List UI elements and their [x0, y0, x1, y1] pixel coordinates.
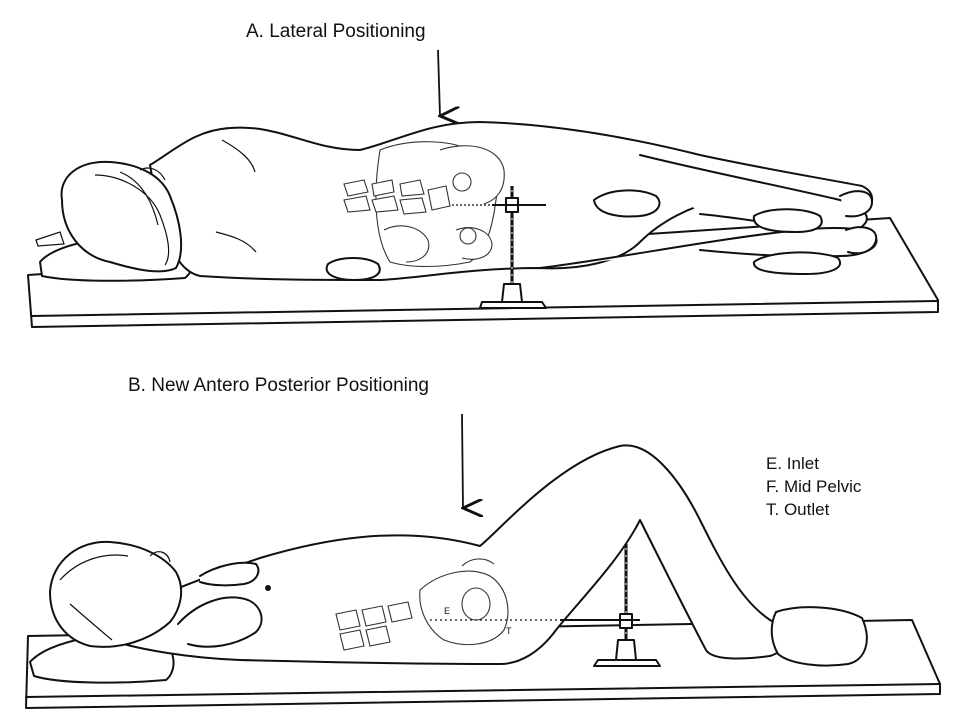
body-b: [99, 444, 786, 665]
legend-item-mid-pelvic: F. Mid Pelvic: [766, 477, 862, 496]
pad-foot: [770, 606, 868, 667]
arrow-lateral: [437, 49, 440, 116]
measuring-stand-a: [479, 186, 547, 309]
pad-thigh: [593, 189, 661, 218]
arrow-antero-posterior: [461, 413, 463, 508]
mark-e: E: [444, 606, 450, 616]
pad-shin: [753, 251, 841, 275]
figure-antero-posterior: E T: [25, 413, 941, 709]
head-b: [49, 540, 183, 648]
mark-t: T: [506, 626, 512, 636]
legend: E. Inlet F. Mid Pelvic T. Outlet: [766, 452, 861, 521]
caption-lateral-positioning: A. Lateral Positioning: [246, 21, 426, 42]
legend-item-inlet: E. Inlet: [766, 454, 819, 473]
pelvis-ap: [419, 558, 509, 646]
legend-item-outlet: T. Outlet: [766, 500, 830, 519]
figure-lateral: [27, 49, 939, 328]
caption-antero-posterior-positioning: B. New Antero Posterior Positioning: [128, 375, 429, 396]
pad-knee: [752, 208, 823, 233]
spine-ap: [335, 601, 413, 651]
measuring-stand-b: [560, 544, 661, 667]
head-a: [60, 160, 183, 273]
spine-lateral: [343, 179, 451, 215]
pad-chest: [325, 257, 381, 281]
